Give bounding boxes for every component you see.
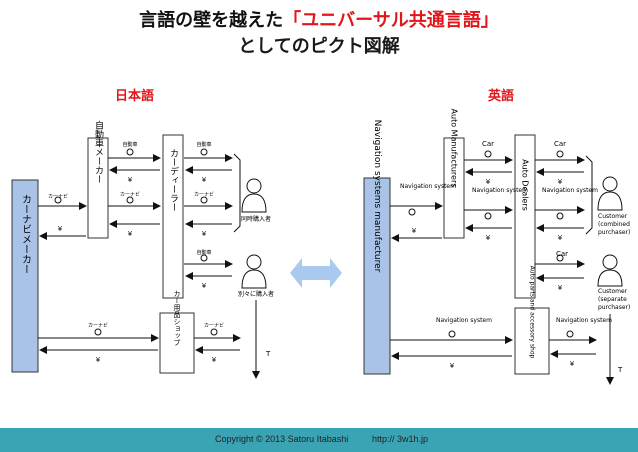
jp-combined-label: 同時購入者 bbox=[241, 215, 271, 223]
en-navi-text-5: Navigation system bbox=[556, 317, 612, 324]
title-red-part: 「ユニバーサル共通言語」 bbox=[283, 10, 499, 31]
en-shop-label: Auto parts and accessory shop bbox=[529, 266, 536, 359]
jp-car-icon-1 bbox=[126, 148, 134, 156]
en-combined-label-1: Customer bbox=[598, 213, 628, 220]
jp-combined-purchaser-icon bbox=[241, 178, 267, 213]
en-combined-label-3: purchaser) bbox=[598, 229, 630, 236]
jp-navi-text-1: カーナビ bbox=[48, 193, 68, 200]
en-shop-box bbox=[514, 307, 550, 375]
en-combined-purchaser-icon bbox=[597, 176, 623, 211]
en-car-icon-2 bbox=[556, 150, 564, 158]
jp-yen-6: ¥ bbox=[202, 282, 207, 290]
jp-car-icon-3 bbox=[200, 254, 208, 262]
jp-separate-label: 別々に購入者 bbox=[238, 290, 274, 298]
en-dealer-box bbox=[514, 134, 536, 299]
en-combined-label-2: (combined bbox=[598, 221, 630, 228]
jp-shop-box bbox=[159, 312, 195, 374]
jp-navi-icon-2 bbox=[126, 196, 134, 204]
jp-navi-text-5: カーナビ bbox=[204, 322, 224, 329]
en-yen-4: ¥ bbox=[558, 178, 563, 186]
en-car-icon-3 bbox=[556, 254, 564, 262]
jp-navi-icon-1 bbox=[54, 196, 62, 204]
en-navi-icon-4 bbox=[448, 330, 456, 338]
footer-url[interactable]: http:// 3w1h.jp bbox=[372, 434, 429, 444]
jp-navi-maker-label: カーナビメーカー bbox=[20, 194, 31, 274]
en-car-text-1: Car bbox=[482, 140, 494, 148]
jp-time-label: T bbox=[265, 350, 271, 358]
en-car-maker-label: Auto Manufacturers bbox=[450, 109, 459, 188]
en-yen-7: ¥ bbox=[450, 362, 455, 370]
label-english: 英語 bbox=[488, 89, 515, 104]
en-dealer-label: Auto Dealers bbox=[521, 159, 530, 211]
jp-diagram: カーナビメーカー 自動車メーカー カーディーラー カー用品ショップ カーナビ ¥… bbox=[11, 119, 274, 379]
footer-bar: Copyright © 2013 Satoru Itabashi http://… bbox=[0, 428, 638, 452]
jp-yen-8: ¥ bbox=[212, 356, 217, 364]
jp-navi-icon-4 bbox=[94, 328, 102, 336]
en-combined-brace bbox=[585, 155, 593, 235]
jp-car-icon-2 bbox=[200, 148, 208, 156]
jp-navi-icon-3 bbox=[200, 196, 208, 204]
jp-navi-text-3: カーナビ bbox=[194, 191, 214, 198]
en-navi-text-2: Navigation system bbox=[472, 187, 528, 194]
jp-shop-label: カー用品ショップ bbox=[173, 290, 181, 346]
en-car-icon-1 bbox=[484, 150, 492, 158]
en-time-label: T bbox=[617, 366, 623, 374]
label-japanese: 日本語 bbox=[115, 89, 155, 104]
jp-yen-4: ¥ bbox=[202, 176, 207, 184]
title-line-1: 言語の壁を越えた「ユニバーサル共通言語」 bbox=[0, 10, 638, 32]
en-car-maker-box bbox=[443, 137, 465, 239]
jp-navi-maker-box bbox=[11, 179, 39, 373]
jp-yen-7: ¥ bbox=[96, 356, 101, 364]
title-line-2: としてのピクト図解 bbox=[238, 36, 400, 57]
jp-yen-2: ¥ bbox=[128, 176, 133, 184]
title-black-part: 言語の壁を越えた bbox=[139, 10, 284, 31]
en-separate-label-3: purchaser) bbox=[598, 304, 630, 311]
jp-car-text-2: 自動車 bbox=[196, 141, 211, 148]
en-navi-text-3: Navigation system bbox=[542, 187, 598, 194]
jp-navi-text-4: カーナビ bbox=[88, 322, 108, 329]
en-yen-8: ¥ bbox=[570, 360, 575, 368]
en-yen-1: ¥ bbox=[412, 227, 417, 235]
jp-car-text-1: 自動車 bbox=[122, 141, 137, 148]
en-yen-3: ¥ bbox=[486, 234, 491, 242]
en-car-text-2: Car bbox=[554, 140, 566, 148]
footer-copyright: Copyright © 2013 Satoru Itabashi bbox=[215, 434, 349, 444]
jp-dealer-label: カーディーラー bbox=[168, 148, 179, 211]
jp-dealer-box bbox=[162, 134, 184, 299]
jp-yen-1: ¥ bbox=[58, 225, 63, 233]
jp-car-maker-box bbox=[87, 137, 109, 239]
en-car-text-3: Car bbox=[556, 250, 568, 258]
en-navi-icon-2 bbox=[484, 212, 492, 220]
jp-navi-icon-5 bbox=[210, 328, 218, 336]
en-navi-maker-label: Navigation systems manufacturer bbox=[372, 120, 382, 273]
en-yen-2: ¥ bbox=[486, 178, 491, 186]
en-navi-icon-5 bbox=[566, 330, 574, 338]
jp-car-maker-label: 自動車メーカー bbox=[93, 119, 104, 183]
en-navi-icon-3 bbox=[556, 212, 564, 220]
jp-combined-brace bbox=[233, 153, 241, 233]
en-yen-6: ¥ bbox=[558, 284, 563, 292]
en-navi-icon-1 bbox=[408, 208, 416, 216]
jp-navi-text-2: カーナビ bbox=[120, 191, 140, 198]
en-navi-text-4: Navigation system bbox=[436, 317, 492, 324]
en-separate-purchaser-icon bbox=[597, 254, 623, 287]
en-separate-label-2: (separate bbox=[598, 296, 627, 303]
double-arrow bbox=[290, 258, 342, 288]
en-navi-maker-box bbox=[363, 177, 391, 375]
jp-yen-5: ¥ bbox=[202, 230, 207, 238]
en-yen-5: ¥ bbox=[558, 234, 563, 242]
jp-separate-purchaser-icon bbox=[241, 254, 267, 289]
en-separate-label-1: Customer bbox=[598, 288, 628, 295]
en-diagram: Navigation systems manufacturer Auto Man… bbox=[363, 109, 630, 385]
jp-car-text-3: 自動車 bbox=[196, 249, 211, 256]
jp-yen-3: ¥ bbox=[128, 230, 133, 238]
en-navi-text-1: Navigation system bbox=[400, 183, 456, 190]
